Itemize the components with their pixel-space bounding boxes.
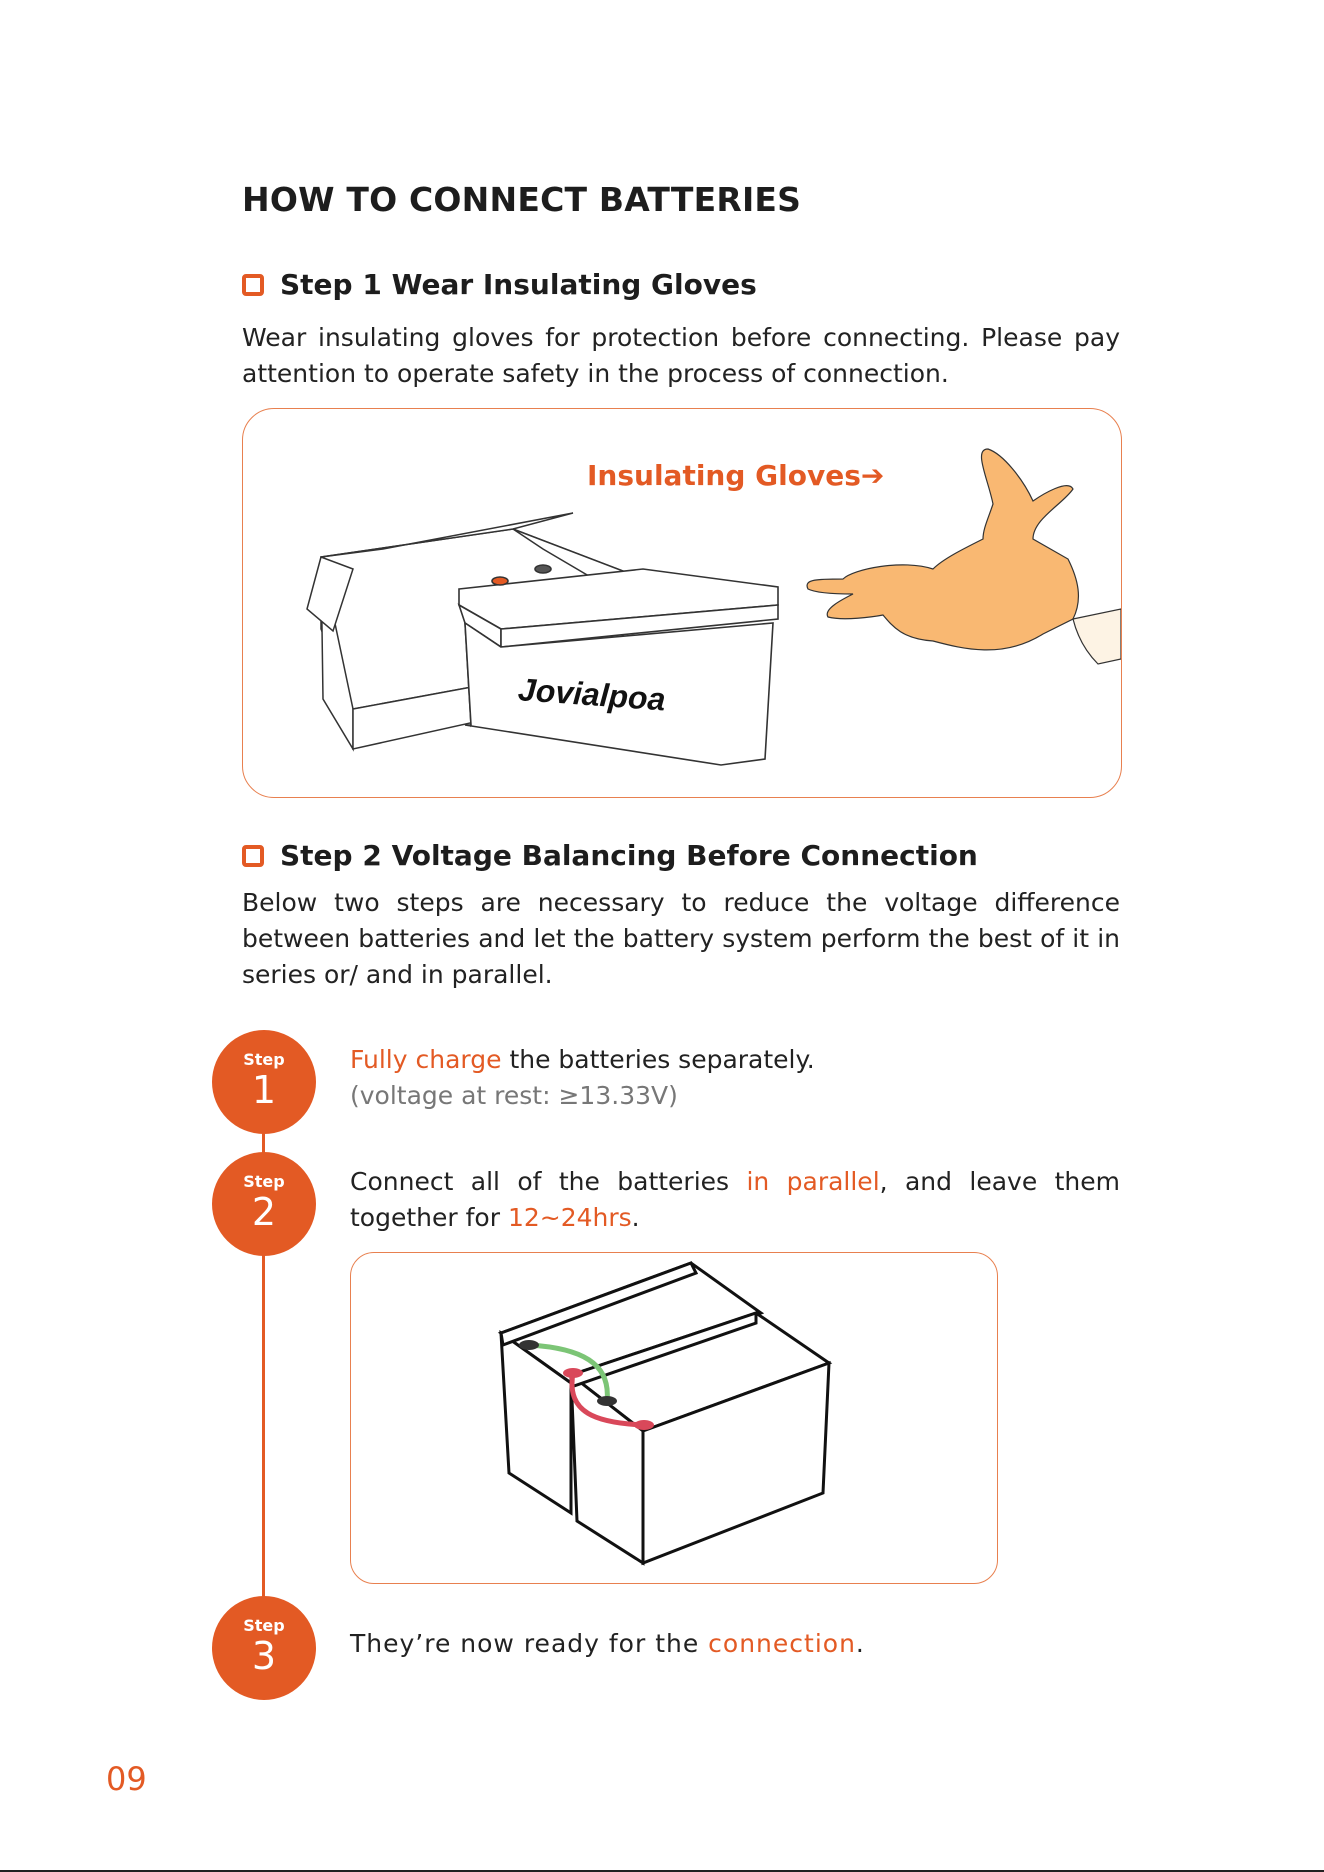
green-cable	[528, 1342, 610, 1402]
insulating-gloves-label: Insulating Gloves➔	[587, 459, 885, 492]
square-bullet-icon	[242, 273, 264, 296]
battery-illustration	[457, 564, 779, 766]
glove-icon	[806, 448, 1121, 665]
page-title: HOW TO CONNECT BATTERIES	[242, 180, 802, 219]
substep2-text: Connect all of the batteries in parallel…	[350, 1167, 1120, 1232]
step-badge-3: Step 3	[212, 1596, 316, 1700]
substep1-note: (voltage at rest: ≥13.33V)	[350, 1081, 678, 1110]
step1-paragraph: Wear insulating gloves for protection be…	[242, 323, 1120, 388]
bottom-rule	[0, 1870, 1324, 1872]
step2-paragraph: Below two steps are necessary to reduce …	[242, 888, 1120, 989]
battery-and-glove-illustration: Jovialpoa	[306, 448, 1121, 766]
page-number: 09	[106, 1760, 147, 1798]
substep1-text: Fully charge the batteries separately.	[350, 1045, 815, 1074]
parallel-illustration-frame	[350, 1252, 998, 1584]
step-timeline	[262, 1100, 265, 1650]
step1-heading: Step 1 Wear Insulating Gloves	[242, 268, 757, 301]
step-badge-1: Step 1	[212, 1030, 316, 1134]
red-cable	[569, 1372, 645, 1428]
gloves-illustration-frame: Insulating Gloves➔ Jovialpoa	[242, 408, 1122, 798]
back-battery	[497, 1261, 765, 1516]
parallel-batteries-illustration	[497, 1261, 833, 1566]
step2-heading: Step 2 Voltage Balancing Before Connecti…	[242, 839, 978, 872]
square-bullet-icon	[242, 844, 264, 867]
arrow-right-icon: ➔	[860, 459, 885, 492]
substep3-text: They’re now ready for the connection.	[350, 1629, 865, 1658]
step-badge-2: Step 2	[212, 1152, 316, 1256]
step1-heading-text: Step 1 Wear Insulating Gloves	[280, 268, 757, 301]
step2-heading-text: Step 2 Voltage Balancing Before Connecti…	[280, 839, 978, 872]
